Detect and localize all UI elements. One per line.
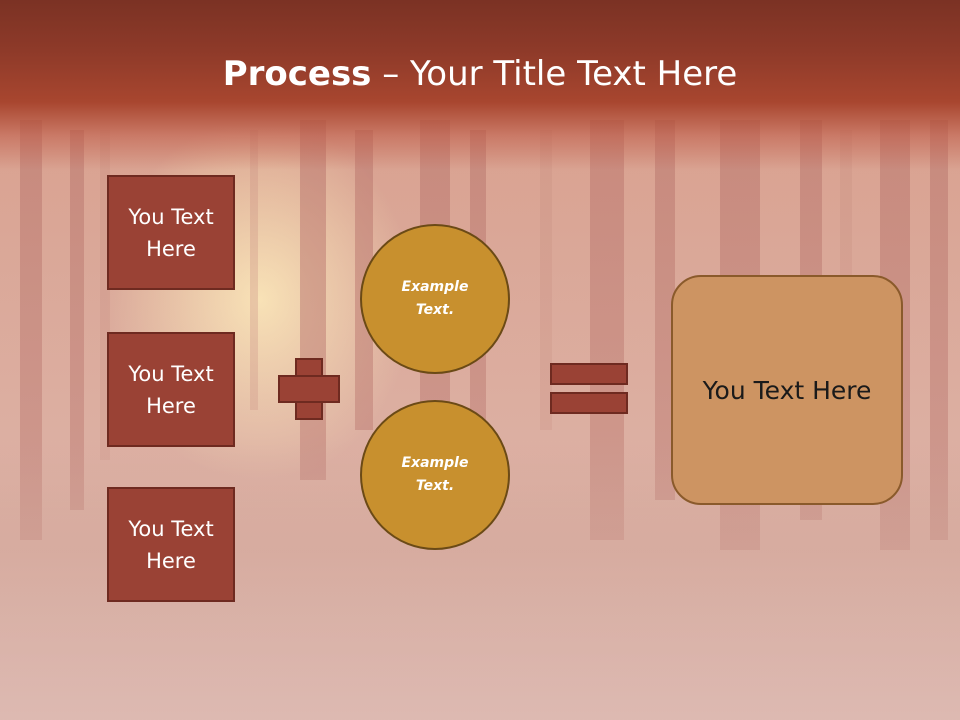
title-bold: Process [222,54,372,94]
example-circle-1[interactable]: Example Text. [360,224,510,374]
text-box-3[interactable]: You Text Here [107,487,235,602]
example-circle-2-label: Example Text. [401,455,469,494]
text-box-1-label: You Text Here [128,204,214,261]
slide-title: Process – Your Title Text Here [0,52,960,96]
example-circle-1-label: Example Text. [401,279,469,318]
text-box-2[interactable]: You Text Here [107,332,235,447]
result-box[interactable]: You Text Here [671,275,903,505]
example-circle-2[interactable]: Example Text. [360,400,510,550]
result-box-label: You Text Here [702,375,872,405]
text-box-1[interactable]: You Text Here [107,175,235,290]
text-box-3-label: You Text Here [128,516,214,573]
text-box-2-label: You Text Here [128,361,214,418]
title-rest: – Your Title Text Here [371,54,738,94]
title-band [0,0,960,170]
